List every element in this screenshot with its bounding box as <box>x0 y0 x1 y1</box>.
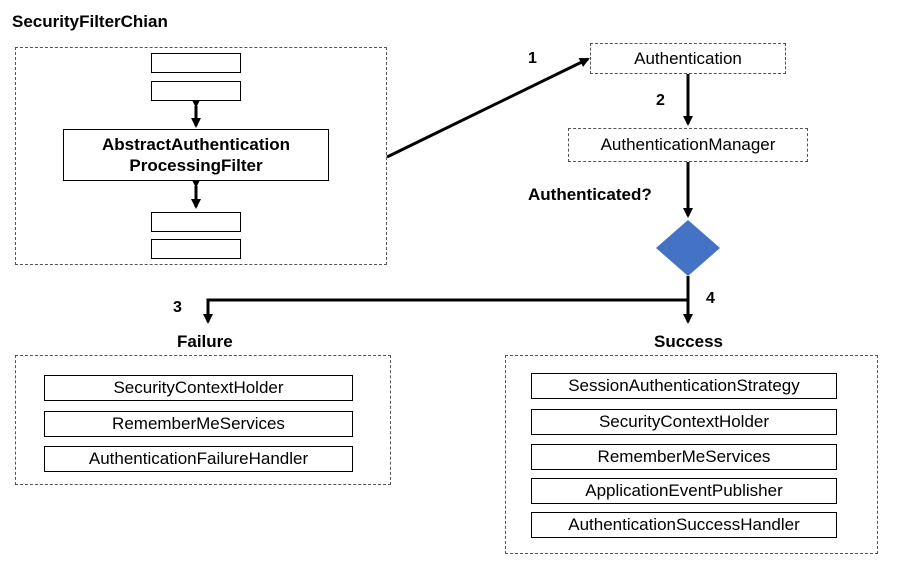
arrow-step3-failure <box>203 276 690 324</box>
filter-label-line1: AbstractAuthentication <box>102 135 290 154</box>
filter-slot-4 <box>151 239 241 259</box>
success-title: Success <box>654 332 723 351</box>
failure-container <box>15 355 391 485</box>
success-item: SecurityContextHolder <box>531 409 837 435</box>
authentication-manager-box: AuthenticationManager <box>568 128 808 162</box>
authenticated-question-label: Authenticated? <box>528 185 652 204</box>
success-item: RememberMeServices <box>531 444 837 470</box>
filter-label-line2: ProcessingFilter <box>129 156 263 175</box>
abstract-authentication-processing-filter: AbstractAuthentication ProcessingFilter <box>63 129 329 181</box>
decision-diamond <box>656 220 720 276</box>
success-item: SessionAuthenticationStrategy <box>531 373 837 399</box>
filter-slot-2 <box>151 81 241 101</box>
authentication-box: Authentication <box>590 43 786 74</box>
success-container <box>505 355 878 554</box>
failure-item: SecurityContextHolder <box>44 375 353 401</box>
filter-slot-1 <box>151 53 241 73</box>
failure-item: RememberMeServices <box>44 411 353 437</box>
chain-title: SecurityFilterChian <box>12 12 168 31</box>
failure-item: AuthenticationFailureHandler <box>44 446 353 472</box>
success-item: AuthenticationSuccessHandler <box>531 512 837 538</box>
filter-slot-3 <box>151 212 241 232</box>
success-item: ApplicationEventPublisher <box>531 478 837 504</box>
filter-chain-container <box>15 47 387 265</box>
arrow-step1 <box>386 57 590 159</box>
failure-title: Failure <box>177 332 233 351</box>
step-1-label: 1 <box>528 50 537 67</box>
step-3-label: 3 <box>173 299 182 316</box>
step-4-label: 4 <box>706 290 715 307</box>
step-2-label: 2 <box>656 92 665 109</box>
